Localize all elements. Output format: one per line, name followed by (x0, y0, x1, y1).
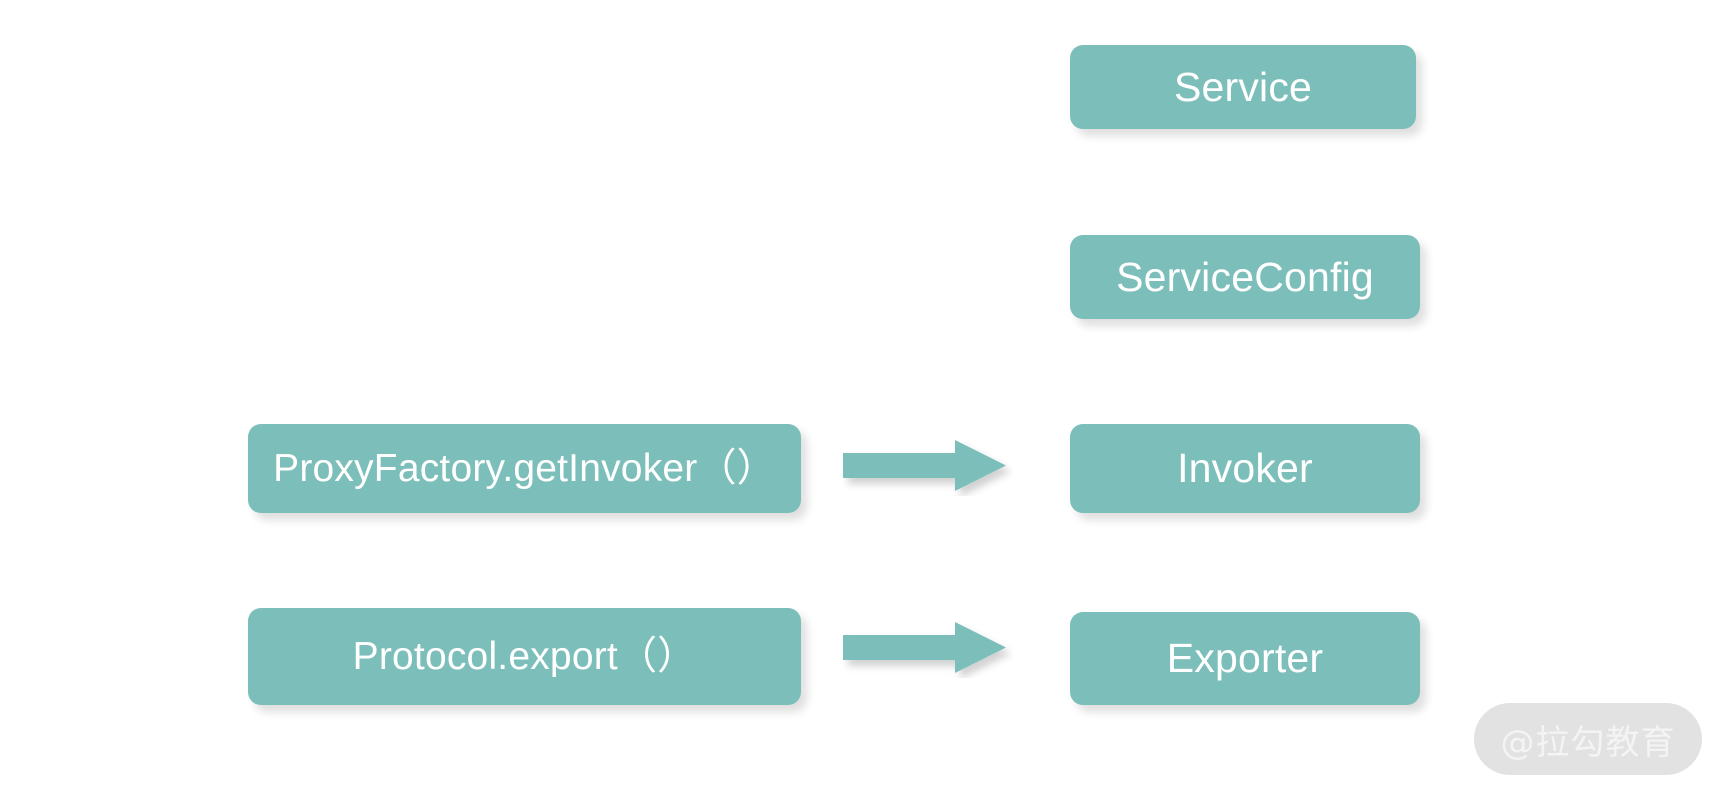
node-exporter[interactable]: Exporter (1070, 612, 1420, 705)
node-service-label: Service (1173, 63, 1313, 110)
node-proxyfactory-getinvoker[interactable]: ProxyFactory.getInvoker（） (248, 424, 801, 513)
node-protocol-export[interactable]: Protocol.export（） (248, 608, 801, 705)
node-proxyfactory-getinvoker-label: ProxyFactory.getInvoker（） (273, 447, 776, 490)
node-invoker[interactable]: Invoker (1070, 424, 1420, 513)
watermark-text: @拉勾教育 (1500, 722, 1676, 763)
node-protocol-export-label: Protocol.export（） (352, 635, 697, 678)
node-serviceconfig-label: ServiceConfig (1116, 253, 1374, 300)
node-service[interactable]: Service (1070, 45, 1416, 129)
node-exporter-label: Exporter (1166, 635, 1324, 681)
watermark-badge: @拉勾教育 (1474, 703, 1702, 775)
node-serviceconfig[interactable]: ServiceConfig (1070, 235, 1420, 319)
node-invoker-label: Invoker (1177, 445, 1313, 491)
arrow-right-icon-proxyfactory-to-invoker (843, 440, 1006, 491)
arrow-right-icon-protocol-to-exporter (843, 622, 1006, 673)
